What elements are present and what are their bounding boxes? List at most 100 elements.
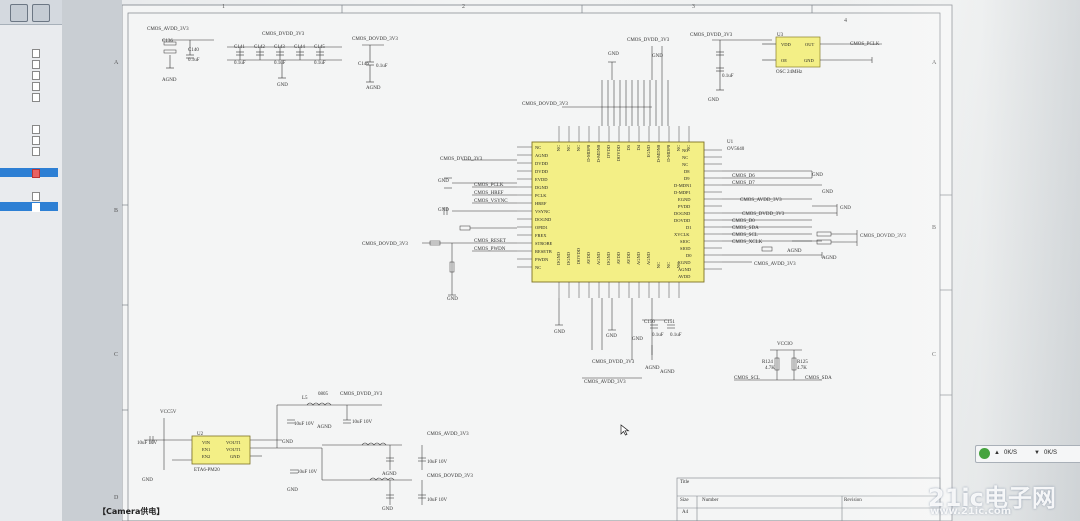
download-speed: 0K/S bbox=[1044, 450, 1058, 456]
net-label: CMOS_DOVDD_3V3 bbox=[427, 474, 473, 479]
upload-speed: 0K/S bbox=[1004, 450, 1018, 456]
net-label: CMOS_HREF bbox=[474, 191, 504, 196]
part-label: U1 bbox=[727, 140, 734, 145]
zone-marker: A bbox=[932, 60, 937, 66]
tree-item[interactable] bbox=[0, 81, 58, 91]
chip-pin: NC bbox=[576, 145, 581, 152]
network-speed-widget[interactable]: ▲ 0K/S ▼ 0K/S bbox=[975, 445, 1080, 463]
pin-label: VOUT1 bbox=[226, 440, 241, 445]
chip-pin: AVDD bbox=[586, 252, 591, 265]
net-label: CMOS_DOVDD_3V3 bbox=[522, 102, 568, 107]
tree-item-selected[interactable] bbox=[0, 168, 58, 178]
part-label: C136 bbox=[162, 39, 173, 44]
tree-item[interactable] bbox=[0, 92, 58, 102]
zone-marker: B bbox=[932, 225, 937, 231]
file-icon bbox=[32, 60, 40, 69]
net-label: CMOS_PCLK bbox=[474, 183, 504, 188]
part-label: R124 bbox=[762, 360, 773, 365]
chip-pin: SIOC bbox=[680, 239, 691, 244]
tree-item[interactable] bbox=[0, 48, 58, 58]
part-value: 0.1uF bbox=[314, 61, 326, 66]
net-label: AGND bbox=[317, 425, 332, 430]
file-icon bbox=[32, 147, 40, 156]
net-label: VCCIO bbox=[777, 342, 793, 347]
chip-pin: AGND bbox=[535, 153, 548, 158]
chip-pin: DVDD bbox=[606, 145, 611, 158]
net-label: GND bbox=[447, 297, 458, 302]
part-value: OV5640 bbox=[727, 147, 745, 152]
file-icon bbox=[32, 71, 40, 80]
chip-pin: D-MDN1 bbox=[674, 183, 692, 188]
part-label: R125 bbox=[797, 360, 808, 365]
tree-item-active[interactable] bbox=[0, 202, 58, 212]
part-label: C142 bbox=[254, 45, 265, 50]
chip-pin: FREX bbox=[535, 233, 547, 238]
chip-pin: NC bbox=[686, 145, 691, 152]
net-label: CMOS_DVDD_3V3 bbox=[440, 157, 483, 162]
title-block-revision: Revision bbox=[844, 498, 862, 503]
zone-marker: 4 bbox=[844, 18, 847, 24]
chip-pin: EGND bbox=[678, 197, 691, 202]
upload-arrow-icon: ▲ bbox=[994, 450, 1000, 456]
tree-item[interactable] bbox=[0, 124, 58, 134]
chip-pin: STROBE bbox=[535, 241, 553, 246]
chip-pin: OPID1 bbox=[535, 225, 548, 230]
title-block-size: Size bbox=[680, 498, 689, 503]
net-label: CMOS_AVDD_3V3 bbox=[584, 380, 626, 385]
net-label: AGND bbox=[382, 472, 397, 477]
chip-pin: XVCLK bbox=[674, 232, 690, 237]
title-block-number: Number bbox=[702, 498, 719, 503]
pin-label: GND bbox=[230, 454, 240, 459]
schematic-sheet: 1 2 3 4 A B C D A B C CMOS_AVDD_3V3 C136… bbox=[114, 0, 957, 521]
chip-pin: D-MDP1 bbox=[674, 190, 691, 195]
network-icon bbox=[979, 448, 990, 459]
title-block-size-value: A4 bbox=[682, 510, 689, 515]
net-label: VCC5V bbox=[160, 410, 177, 415]
tree-item[interactable] bbox=[0, 146, 58, 156]
panel-divider bbox=[62, 0, 122, 521]
chip-pin: VSYNC bbox=[535, 209, 551, 214]
chip-pin: NC bbox=[656, 262, 661, 269]
net-label: CMOS_SDA bbox=[732, 226, 759, 231]
section-caption: 【Camera供电】 bbox=[98, 507, 165, 516]
net-label: CMOS_AVDD_3V3 bbox=[147, 27, 189, 32]
tree-item[interactable] bbox=[0, 135, 58, 145]
pin-label: VOUT1 bbox=[226, 447, 241, 452]
title-block-title: Title bbox=[680, 480, 690, 485]
net-label: CMOS_D6 bbox=[732, 174, 755, 179]
net-label: GND bbox=[812, 173, 823, 178]
part-value: 10uF 10V bbox=[427, 460, 448, 465]
part-value: 0.1uF bbox=[376, 64, 388, 69]
schematic-file-icon bbox=[32, 203, 40, 212]
chip-pin: DOGND bbox=[674, 211, 691, 216]
net-label: CMOS_AVDD_3V3 bbox=[754, 262, 796, 267]
chip-pin: AGND bbox=[646, 252, 651, 265]
part-value: OSC 24MHz bbox=[776, 70, 803, 75]
eye-icon[interactable] bbox=[10, 4, 28, 22]
chip-pin: DGND bbox=[535, 185, 548, 190]
net-label: GND bbox=[142, 478, 153, 483]
net-label: GND bbox=[438, 179, 449, 184]
folder-icon[interactable] bbox=[32, 4, 50, 22]
net-label: GND bbox=[632, 337, 643, 342]
net-label: CMOS_DOVDD_3V3 bbox=[352, 37, 398, 42]
tree-item[interactable] bbox=[0, 70, 58, 80]
net-label: CMOS_AVDD_3V3 bbox=[427, 432, 469, 437]
chip-pin: AVDD bbox=[626, 252, 631, 265]
net-label: GND bbox=[287, 488, 298, 493]
chip-pin: NC bbox=[682, 155, 689, 160]
tree-item[interactable] bbox=[0, 191, 58, 201]
part-label: C143 bbox=[274, 45, 285, 50]
net-label: CMOS_DVDD_3V3 bbox=[340, 392, 383, 397]
net-label: GND bbox=[554, 330, 565, 335]
zone-marker: 1 bbox=[222, 4, 225, 10]
net-label: CMOS_D7 bbox=[732, 181, 755, 186]
file-icon bbox=[32, 192, 40, 201]
tree-item[interactable] bbox=[0, 59, 58, 69]
pin-label: EN1 bbox=[202, 447, 211, 452]
net-label: GND bbox=[608, 52, 619, 57]
net-label: CMOS_XCLK bbox=[732, 240, 763, 245]
net-label: AGND bbox=[787, 249, 802, 254]
chip-pin: D-MDP0 bbox=[666, 145, 671, 162]
